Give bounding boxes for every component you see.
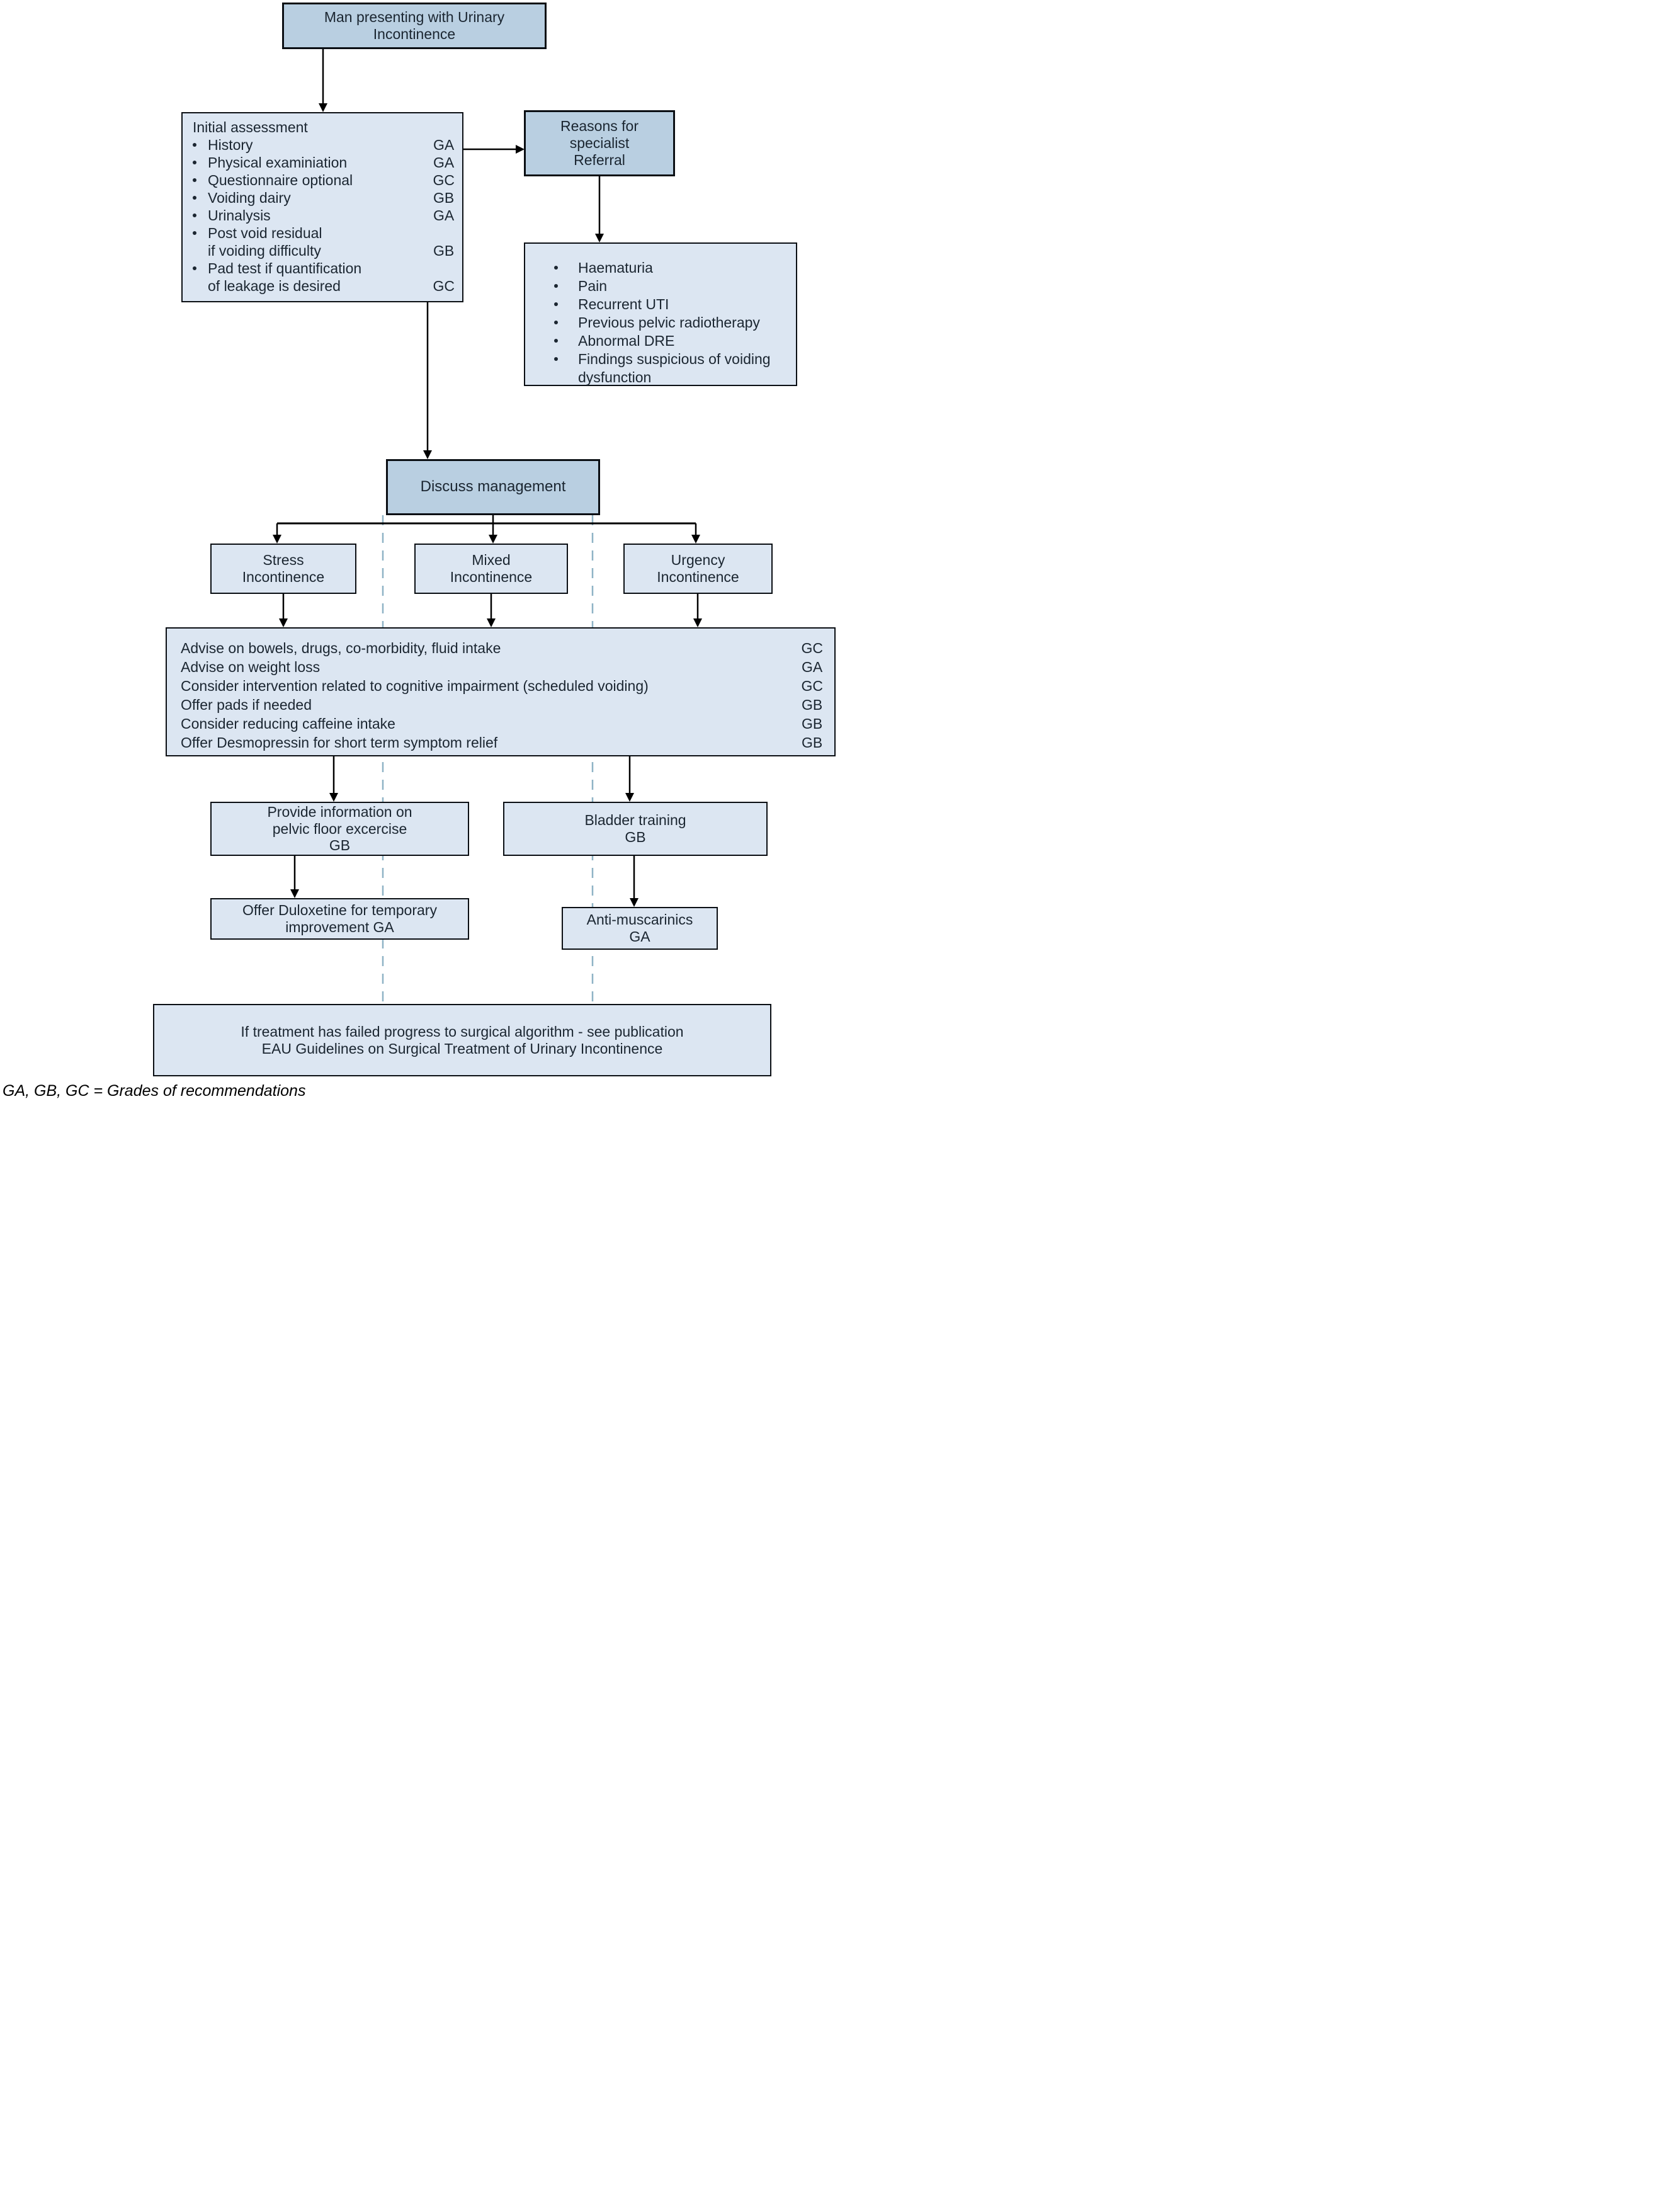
bullet-icon (193, 143, 196, 147)
item-label: Consider intervention related to cogniti… (181, 678, 649, 694)
node-bladder-training: Bladder training GB (503, 802, 768, 856)
node-man-presenting: Man presenting with Urinary Incontinence (282, 3, 547, 49)
bullet-icon (554, 266, 558, 270)
item-label: Advise on weight loss (181, 659, 321, 675)
item-grade: GB (433, 242, 455, 259)
list-item-continuation: if voiding difficulty GB (183, 242, 462, 259)
initial-assessment-title: Initial assessment (193, 119, 308, 135)
list-item: Consider intervention related to cogniti… (181, 676, 823, 695)
list-item: Advise on bowels, drugs, co-morbidity, f… (181, 639, 823, 658)
flowchart-canvas: Man presenting with Urinary Incontinence… (0, 0, 840, 1105)
item-grade: GB (802, 697, 823, 713)
arrowhead-down-icon (290, 889, 299, 898)
list-item: Urinalysis GA (183, 207, 462, 224)
item-grade: GB (433, 190, 455, 206)
list-item: Recurrent UTI (525, 295, 796, 314)
item-grade: GA (802, 659, 823, 675)
item-grade: GC (801, 640, 824, 656)
item-label: Urinalysis (208, 207, 271, 224)
bullet-icon (193, 178, 196, 182)
item-label: Consider reducing caffeine intake (181, 715, 395, 732)
grades-legend: GA, GB, GC = Grades of recommendations (3, 1082, 306, 1100)
list-item: Physical examiniation GA (183, 154, 462, 171)
bullet-icon (193, 196, 196, 200)
node-urgency-incontinence: Urgency Incontinence (623, 544, 773, 594)
list-item: Findings suspicious of voiding dysfuncti… (525, 350, 796, 387)
item-label: Offer pads if needed (181, 697, 312, 713)
node-pelvic-floor-exercise: Provide information on pelvic floor exce… (210, 802, 469, 856)
list-item: Pain (525, 277, 796, 295)
arrowhead-down-icon (625, 793, 634, 802)
bullet-icon (554, 302, 558, 306)
bullet-icon (193, 231, 196, 235)
list-item: Offer Desmopressin for short term sympto… (181, 733, 823, 752)
item-label: Findings suspicious of voiding dysfuncti… (578, 351, 771, 385)
bullet-icon (554, 339, 558, 343)
item-label: Haematuria (578, 259, 653, 276)
item-grade: GC (801, 678, 824, 694)
item-grade: GC (433, 172, 455, 188)
item-label: Questionnaire optional (208, 172, 353, 188)
arrowhead-down-icon (595, 234, 604, 242)
item-label: Pad test if quantification (208, 260, 362, 276)
item-label: History (208, 137, 253, 153)
item-label: Offer Desmopressin for short term sympto… (181, 734, 498, 751)
item-label: Physical examiniation (208, 154, 348, 171)
arrowhead-down-icon (630, 898, 639, 907)
item-label: Advise on bowels, drugs, co-morbidity, f… (181, 640, 501, 656)
item-grade: GC (433, 278, 455, 294)
node-duloxetine: Offer Duloxetine for temporary improveme… (210, 898, 469, 940)
item-label: Abnormal DRE (578, 333, 675, 349)
node-specialist-referral: Reasons for specialist Referral (524, 110, 675, 176)
item-label: Voiding dairy (208, 190, 291, 206)
list-item: Previous pelvic radiotherapy (525, 314, 796, 332)
arrowhead-down-icon (691, 535, 700, 544)
item-label: of leakage is desired (208, 278, 341, 294)
node-surgical-algorithm: If treatment has failed progress to surg… (153, 1004, 771, 1076)
node-initial-assessment: Initial assessment History GA Physical e… (181, 112, 463, 302)
arrowhead-down-icon (273, 535, 281, 544)
node-conservative-advice: Advise on bowels, drugs, co-morbidity, f… (166, 627, 836, 756)
item-label: Pain (578, 278, 608, 294)
node-referral-reasons: Haematuria Pain Recurrent UTI Previous p… (524, 242, 797, 386)
list-item: History GA (183, 136, 462, 154)
list-item: Advise on weight loss GA (181, 658, 823, 676)
list-item: Haematuria (525, 259, 796, 277)
item-grade: GA (433, 137, 455, 153)
node-discuss-management: Discuss management (386, 459, 600, 515)
list-item: Voiding dairy GB (183, 189, 462, 207)
bullet-icon (554, 284, 558, 288)
node-mixed-incontinence: Mixed Incontinence (414, 544, 568, 594)
list-item: Post void residual (183, 224, 462, 242)
bullet-icon (554, 321, 558, 324)
item-grade: GA (433, 207, 455, 224)
list-item: Offer pads if needed GB (181, 695, 823, 714)
arrowhead-right-icon (516, 145, 525, 154)
arrowhead-down-icon (489, 535, 497, 544)
bullet-icon (193, 214, 196, 217)
list-item: Consider reducing caffeine intake GB (181, 714, 823, 733)
bullet-icon (554, 357, 558, 361)
list-item: Abnormal DRE (525, 332, 796, 350)
arrowhead-down-icon (487, 618, 496, 627)
arrowhead-down-icon (693, 618, 702, 627)
bullet-icon (193, 266, 196, 270)
node-stress-incontinence: Stress Incontinence (210, 544, 356, 594)
list-item: Questionnaire optional GC (183, 171, 462, 189)
item-label: if voiding difficulty (208, 242, 321, 259)
item-grade: GA (433, 154, 455, 171)
item-grade: GB (802, 715, 823, 732)
item-label: Post void residual (208, 225, 322, 241)
bullet-icon (193, 161, 196, 164)
item-label: Recurrent UTI (578, 296, 669, 312)
arrowhead-down-icon (329, 793, 338, 802)
arrowhead-down-icon (423, 450, 432, 459)
arrowhead-down-icon (279, 618, 288, 627)
item-grade: GB (802, 734, 823, 751)
item-label: Previous pelvic radiotherapy (578, 314, 760, 331)
list-item-continuation: of leakage is desired GC (183, 277, 462, 295)
arrowhead-down-icon (319, 103, 327, 112)
list-item: Pad test if quantification (183, 259, 462, 277)
node-antimuscarinics: Anti-muscarinics GA (562, 907, 718, 950)
